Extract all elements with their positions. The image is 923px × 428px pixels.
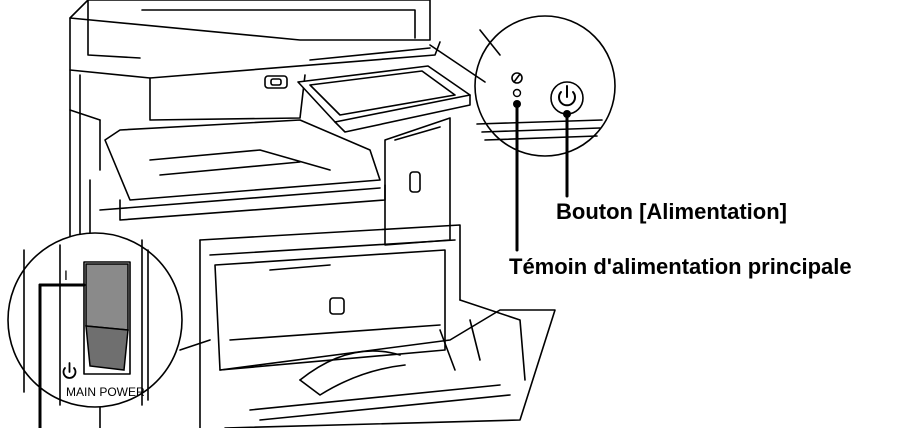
main-power-led: [512, 88, 522, 98]
front-cabinet: [199, 224, 461, 428]
power-button-anchor: [563, 110, 571, 118]
led-anchor: [513, 100, 521, 108]
power-magnifier: [429, 15, 616, 157]
main-power-marking: MAIN POWER: [66, 385, 145, 399]
main-power-switch: [85, 263, 129, 371]
main-power-indicator-label: Témoin d'alimentation principale: [509, 254, 852, 279]
switch-power-icon: [62, 362, 77, 379]
operation-panel: [297, 47, 471, 133]
switch-on-mark: I: [64, 267, 68, 283]
main-power-led-icon: [511, 72, 523, 84]
leader-lines: [38, 102, 569, 428]
power-button-label: Bouton [Alimentation]: [556, 199, 787, 224]
bypass-tray: [219, 299, 556, 428]
power-icon: [558, 85, 576, 107]
document-feeder: [69, 0, 441, 121]
output-tray: [99, 119, 386, 221]
